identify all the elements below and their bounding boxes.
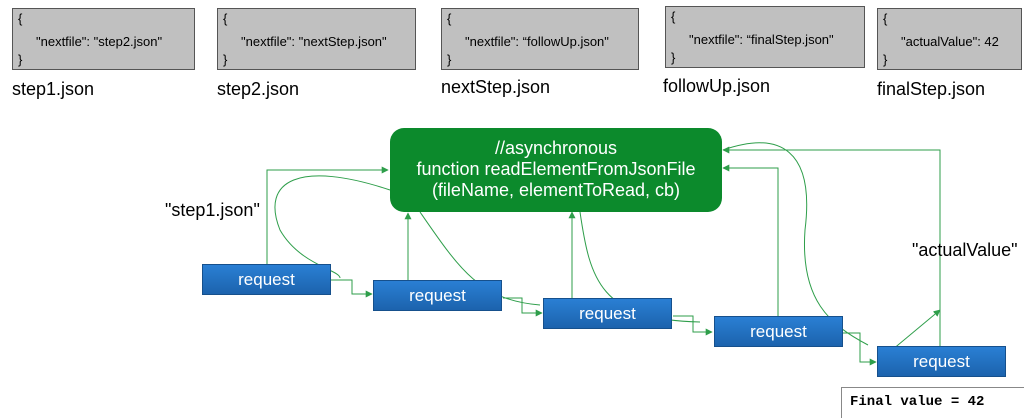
file-name-step2: step2.json [217, 79, 300, 99]
json-file-box-step1: { "nextfile": "step2.json" } [12, 8, 195, 70]
json-file-box-nextStep: { "nextfile": “followUp.json" } [441, 8, 639, 70]
request-box-2: request [373, 280, 502, 311]
connector-call-2 [385, 212, 412, 284]
connector-callback-1 [274, 175, 391, 279]
request-box-1: request [202, 264, 331, 295]
file-name-nextStep: nextStep.json [441, 77, 551, 97]
open-brace: { [223, 11, 228, 26]
open-brace: { [671, 9, 676, 24]
json-file-box-followUp: { "nextfile": “finalStep.json" } [665, 6, 865, 68]
connector-req2-req3 [503, 297, 543, 317]
function-params: (fileName, elementToRead, cb) [431, 180, 681, 200]
close-brace: } [447, 52, 452, 67]
file-name-followUp: followUp.json [663, 76, 771, 96]
json-file-box-step2: { "nextfile": "nextStep.json" } [217, 8, 416, 70]
json-content: "actualValue": 42 [901, 34, 999, 49]
open-brace: { [883, 11, 888, 26]
connector-call-3 [555, 211, 576, 301]
close-brace: } [18, 52, 23, 67]
open-brace: { [18, 11, 23, 26]
connector-req4-req5 [842, 332, 877, 366]
function-comment: //asynchronous [494, 138, 618, 158]
json-content: "nextfile": “followUp.json" [465, 34, 609, 49]
close-brace: } [671, 50, 676, 65]
close-brace: } [883, 52, 888, 67]
connector-callback-2 [419, 211, 541, 306]
connector-call-4 [722, 164, 779, 319]
json-file-box-finalStep: { "actualValue": 42 } [877, 8, 1022, 70]
console-output: Final value = 42 [841, 387, 1024, 418]
connector-callback-4 [722, 142, 869, 346]
file-name-step1: step1.json [12, 79, 95, 99]
connector-call-1 [266, 166, 389, 265]
last-argument-label: "actualValue" [912, 240, 1018, 260]
open-brace: { [447, 11, 452, 26]
async-function-box: //asynchronous function readElementFromJ… [390, 128, 722, 212]
function-signature: function readElementFromJsonFile [416, 159, 696, 179]
connector-call-5 [722, 146, 941, 346]
close-brace: } [223, 52, 228, 67]
connector-req3-req4 [673, 315, 713, 336]
first-argument-label: "step1.json" [165, 200, 260, 220]
connector-req1-req2 [331, 279, 373, 298]
json-content: "nextfile": "nextStep.json" [241, 34, 387, 49]
request-box-5: request [877, 346, 1006, 377]
request-box-4: request [714, 316, 843, 347]
file-name-finalStep: finalStep.json [877, 79, 986, 99]
json-content: "nextfile": “finalStep.json" [689, 32, 834, 47]
request-box-3: request [543, 298, 672, 329]
json-content: "nextfile": "step2.json" [36, 34, 163, 49]
